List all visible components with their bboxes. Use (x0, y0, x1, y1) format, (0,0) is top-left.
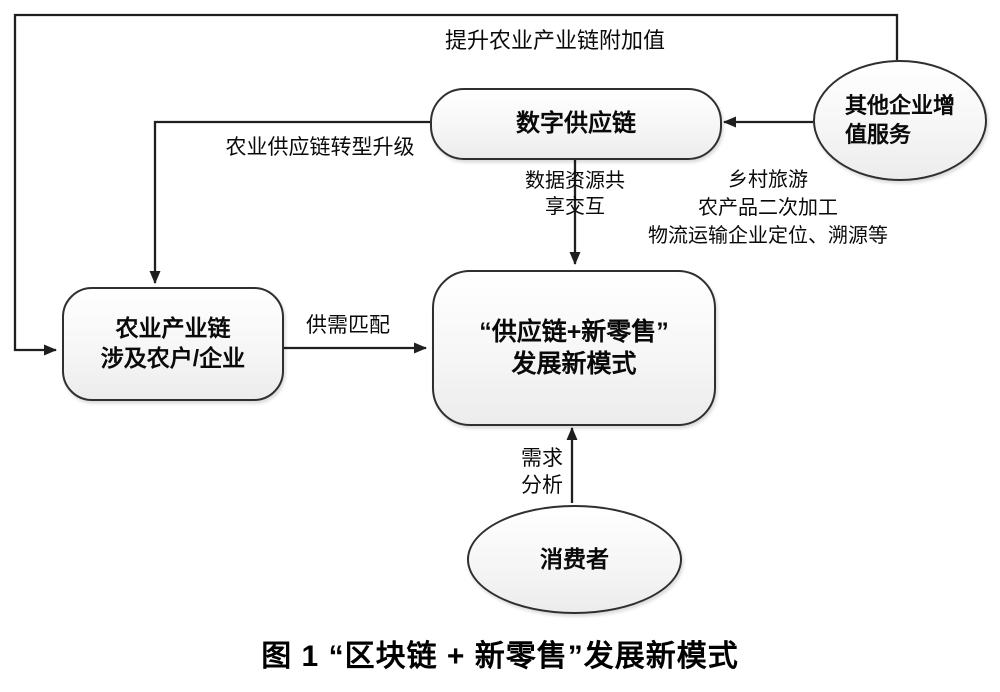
node-digital-supply-chain: 数字供应链 (430, 88, 722, 160)
annotation-service-examples: 乡村旅游 农产品二次加工 物流运输企业定位、溯源等 (648, 169, 888, 247)
edge-digital-to-agri (149, 120, 430, 284)
node-new-retail-model: “供应链+新零售” 发展新模式 (432, 270, 716, 426)
node-other-enterprise-services-label: 其他企业增 值服务 (844, 92, 955, 147)
edge-label-enhance-value: 提升农业产业链附加值 (444, 28, 665, 53)
node-consumer: 消费者 (467, 505, 682, 614)
edge-label-data-sharing: 数据资源共 享交互 (525, 170, 625, 218)
node-new-retail-model-label: “供应链+新零售” 发展新模式 (479, 317, 669, 379)
edge-label-chain-upgrade: 农业供应链转型升级 (225, 136, 415, 159)
figure-caption: 图 1 “区块链 + 新零售”发展新模式 (261, 640, 739, 673)
node-digital-supply-chain-label: 数字供应链 (516, 110, 636, 138)
edge-label-supply-demand-matching: 供需匹配 (306, 314, 390, 337)
node-consumer-label: 消费者 (540, 545, 609, 572)
node-agricultural-industry-chain: 农业产业链 涉及农户/企业 (62, 287, 284, 401)
edge-value-added-feedback (13, 13, 899, 356)
node-agricultural-industry-chain-label: 农业产业链 涉及农户/企业 (100, 315, 246, 371)
edge-label-demand-analysis: 需求 分析 (521, 447, 563, 497)
node-other-enterprise-services: 其他企业增 值服务 (813, 60, 987, 181)
